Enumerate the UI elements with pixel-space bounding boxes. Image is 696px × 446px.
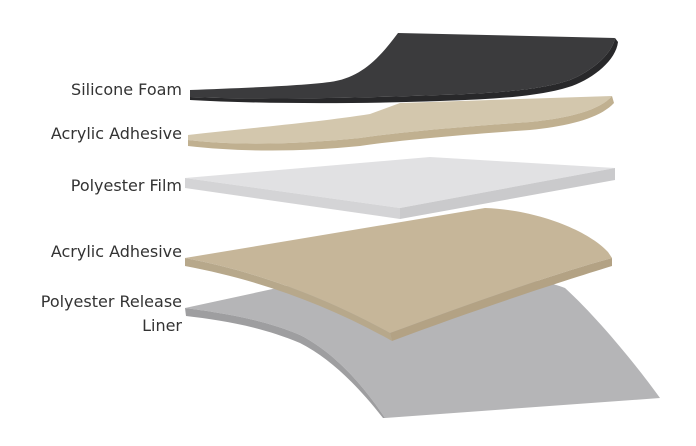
layer-acrylic-adhesive-lower-shape [185, 208, 612, 341]
label-polyester-release-liner-line2: Liner [142, 316, 182, 335]
label-polyester-release-liner-line1: Polyester Release [40, 292, 182, 311]
label-polyester-film: Polyester Film [70, 176, 182, 195]
label-silicone-foam: Silicone Foam [71, 80, 182, 99]
layer-polyester-film-shape [185, 157, 615, 219]
layer-acrylic-adhesive-upper-shape [188, 96, 614, 151]
label-acrylic-adhesive-upper: Acrylic Adhesive [50, 124, 182, 143]
layer-silicone-foam-shape [190, 33, 618, 104]
layer-polyester-release-liner-shape [185, 276, 660, 418]
label-acrylic-adhesive-lower: Acrylic Adhesive [50, 242, 182, 261]
